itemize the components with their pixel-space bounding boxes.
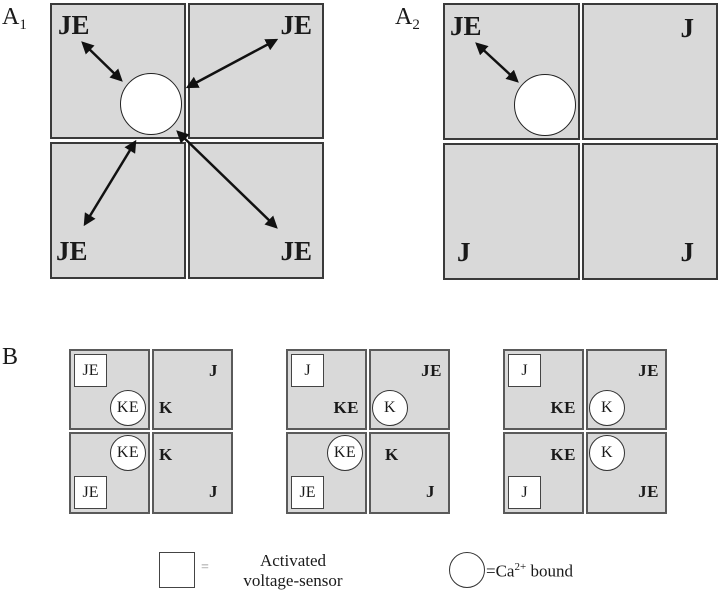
legend-circle-prefix: =Ca: [486, 561, 515, 581]
panel-a2-subscript: 2: [412, 17, 420, 33]
panel-a1-label: A1: [2, 4, 27, 34]
panel-a2-label: A2: [395, 4, 420, 34]
panel-a1-letter: A: [2, 4, 20, 30]
legend-circle-text: =Ca2+ bound: [486, 561, 573, 581]
b2-ca-bound-top-right: K: [372, 390, 408, 426]
b2-label-bottom-right-corner: J: [426, 482, 435, 501]
a2-label-bottom-left: J: [457, 237, 471, 267]
a2-label-bottom-right: J: [680, 237, 695, 267]
a1-label-bottom-right: JE: [280, 236, 312, 266]
b3-label-top-right-corner: JE: [638, 361, 659, 380]
legend-square-line2: voltage-sensor: [243, 570, 343, 590]
a1-ca-binding-site: [120, 73, 182, 135]
legend-circle-sup: 2+: [514, 561, 527, 573]
b2-ca-bound-bottom-left: KE: [327, 435, 363, 471]
b1-activated-sensor-top-left: JE: [74, 354, 107, 387]
panel-a2-letter: A: [395, 4, 413, 30]
panel-b-label: B: [2, 344, 19, 370]
b1-quadrant-bottom-right: K J: [152, 432, 233, 514]
legend-square-line1: Activated: [259, 551, 327, 570]
a2-label-top-right: J: [680, 13, 695, 43]
a2-ca-binding-site: [514, 74, 576, 136]
a1-quadrant-bottom-left: JE: [50, 142, 186, 279]
b1-ca-bound-top-left: KE: [110, 390, 146, 426]
b1-label-bottom-right-inner: K: [159, 445, 173, 464]
b2-activated-sensor-bottom-left: JE: [291, 476, 324, 509]
b2-quadrant-bottom-right: K J: [369, 432, 450, 514]
legend-circle-symbol: [449, 552, 485, 588]
b2-label-top-right-corner: JE: [421, 361, 442, 380]
legend-square-equals: =: [201, 560, 209, 575]
b3-label-bottom-right-corner: JE: [638, 482, 659, 501]
b3-quadrant-bottom-left: KE J: [503, 432, 584, 514]
legend-square-symbol: [159, 552, 195, 588]
b1-quadrant-top-right: J K: [152, 349, 233, 430]
b1-label-top-right-corner: J: [209, 361, 218, 380]
b1-label-top-right-inner: K: [159, 398, 173, 417]
panel-a1-subscript: 1: [19, 17, 27, 33]
b1-ca-bound-bottom-left: KE: [110, 435, 146, 471]
a1-label-top-left: JE: [58, 10, 90, 40]
b3-quadrant-top-left: J KE: [503, 349, 584, 430]
b2-label-bottom-right-inner: K: [385, 445, 399, 464]
b3-activated-sensor-bottom-left: J: [508, 476, 541, 509]
a1-quadrant-top-right: JE: [188, 3, 324, 139]
a2-quadrant-bottom-right: J: [582, 143, 718, 280]
b3-activated-sensor-top-left: J: [508, 354, 541, 387]
b2-quadrant-top-left: J KE: [286, 349, 367, 430]
b1-label-bottom-right-corner: J: [209, 482, 218, 501]
b3-ca-bound-bottom-right: K: [589, 435, 625, 471]
a2-label-top-left: JE: [450, 11, 482, 41]
legend-circle-suffix: bound: [526, 561, 573, 581]
b2-activated-sensor-top-left: J: [291, 354, 324, 387]
b2-label-top-left-inner: KE: [333, 398, 359, 417]
a2-quadrant-bottom-left: J: [443, 143, 580, 280]
b3-ca-bound-top-right: K: [589, 390, 625, 426]
a1-quadrant-bottom-right: JE: [188, 142, 324, 279]
a2-quadrant-top-right: J: [582, 3, 718, 140]
b3-label-top-left-inner: KE: [550, 398, 576, 417]
a1-label-top-right: JE: [280, 10, 312, 40]
a1-label-bottom-left: JE: [56, 236, 88, 266]
b1-activated-sensor-bottom-left: JE: [74, 476, 107, 509]
b3-label-bottom-left-inner: KE: [550, 445, 576, 464]
legend-square-text: Activated voltage-sensor: [228, 551, 358, 590]
